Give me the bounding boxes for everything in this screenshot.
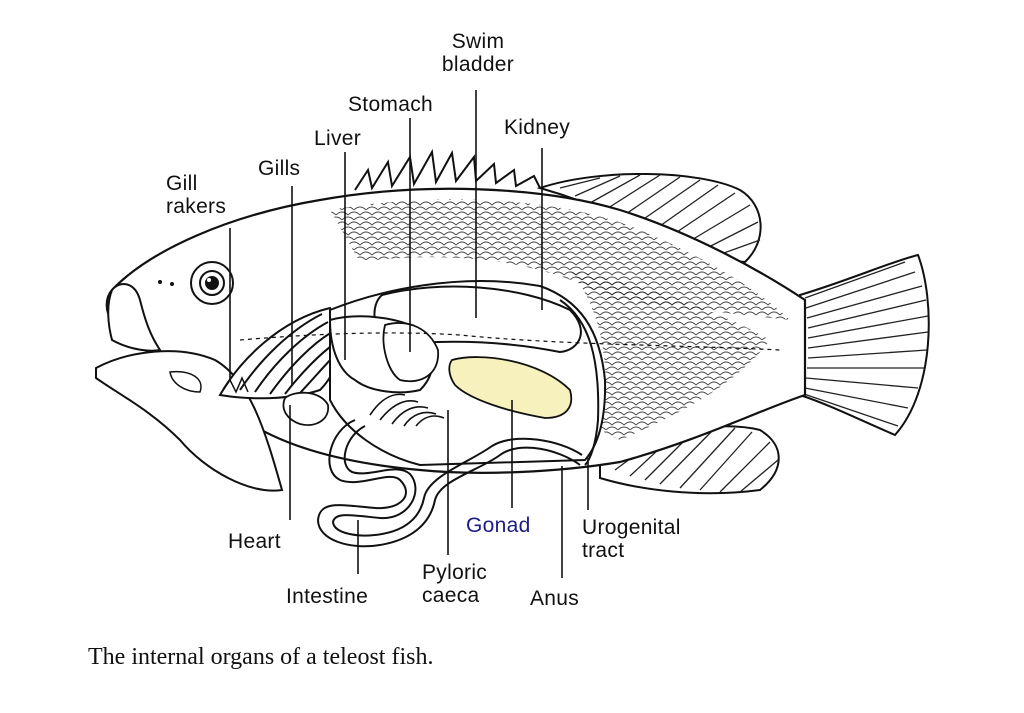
label-urogenital-tract-line2: tract <box>582 539 625 562</box>
label-gonad: Gonad <box>466 514 531 537</box>
label-gills: Gills <box>258 157 301 180</box>
intestine <box>316 419 583 548</box>
caudal-fin <box>799 253 930 437</box>
label-gill-rakers-line1: Gill <box>166 172 198 195</box>
label-pyloric-caeca-line2: caeca <box>422 584 480 607</box>
figure-caption: The internal organs of a teleost fish. <box>88 644 434 670</box>
label-swim-bladder-line2: bladder <box>441 53 515 76</box>
label-gill-rakers-line2: rakers <box>166 195 227 218</box>
dorsal-spines <box>354 148 541 191</box>
label-heart: Heart <box>228 530 281 553</box>
label-pyloric-caeca-line1: Pyloric <box>422 561 488 584</box>
leader-lines <box>229 90 589 578</box>
label-intestine: Intestine <box>286 585 369 608</box>
label-kidney: Kidney <box>504 116 571 139</box>
pyloric-caeca <box>369 393 445 427</box>
label-swim-bladder-line1: Swim <box>451 30 505 53</box>
label-swim-bladder: Swim bladder <box>428 30 528 76</box>
label-urogenital-tract-line1: Urogenital <box>582 516 681 539</box>
label-urogenital-tract: Urogenital tract <box>582 516 681 562</box>
label-stomach: Stomach <box>348 93 433 116</box>
gonad <box>448 356 573 419</box>
stomach <box>382 322 439 383</box>
label-pyloric-caeca: Pyloric caeca <box>422 561 487 607</box>
fish-eye <box>158 261 234 305</box>
label-liver: Liver <box>314 127 362 150</box>
lateral-line <box>239 332 781 351</box>
fish-mouth <box>107 283 162 352</box>
label-gill-rakers: Gill rakers <box>166 172 226 218</box>
label-anus: Anus <box>530 587 580 610</box>
heart <box>282 391 329 426</box>
